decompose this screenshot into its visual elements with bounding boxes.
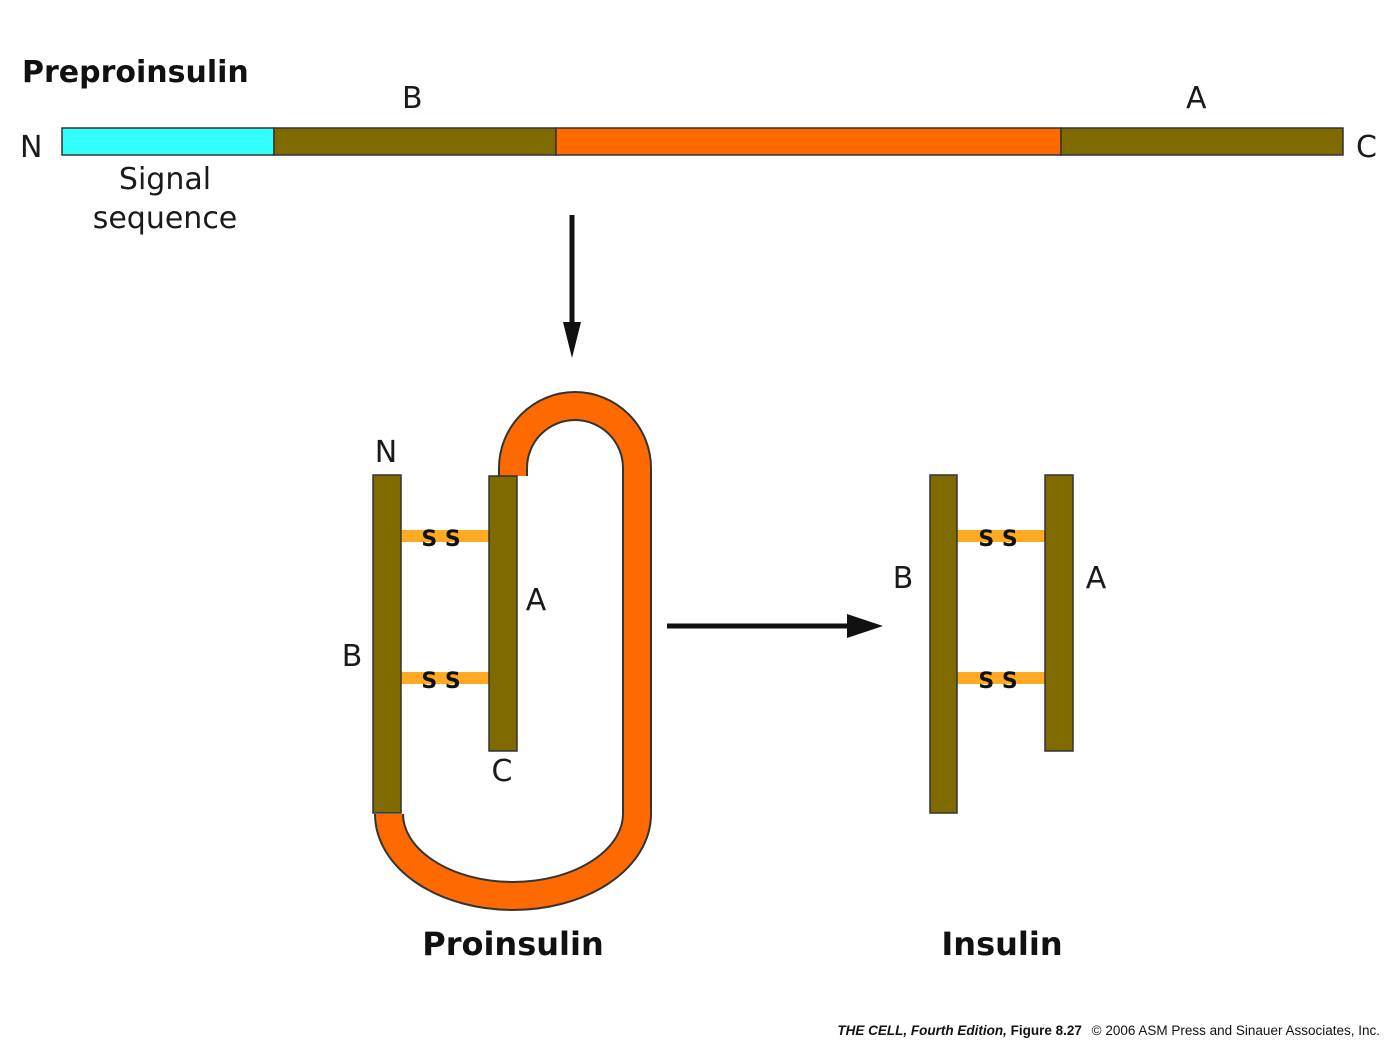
preproinsulin-title: Preproinsulin bbox=[22, 55, 249, 90]
insulin-b-chain bbox=[929, 474, 958, 814]
insulin-disulfide-label-upper: S S bbox=[978, 527, 1017, 552]
preproinsulin-chain bbox=[61, 127, 1344, 156]
insulin-a-label: A bbox=[1086, 561, 1107, 596]
signal-sequence-label-line1: Signal bbox=[119, 162, 211, 197]
c-peptide-loop bbox=[376, 393, 650, 909]
preproinsulin-b-label: B bbox=[402, 81, 423, 116]
caption-book: THE CELL, Fourth Edition, bbox=[837, 1023, 1006, 1038]
proinsulin-b-chain bbox=[372, 474, 402, 814]
disulfide-bond-upper bbox=[401, 530, 489, 542]
c-peptide-segment bbox=[555, 127, 1062, 156]
proinsulin-c-label: C bbox=[492, 754, 513, 789]
b-chain-segment bbox=[273, 127, 557, 156]
insulin-b-label: B bbox=[893, 561, 914, 596]
preproinsulin-c-label: C bbox=[1356, 130, 1377, 165]
preproinsulin-a-label: A bbox=[1186, 81, 1207, 116]
caption-copyright: © 2006 ASM Press and Sinauer Associates,… bbox=[1092, 1023, 1380, 1038]
proinsulin-n-label: N bbox=[375, 435, 397, 470]
insulin-structure bbox=[929, 474, 1074, 814]
caption-figure: Figure 8.27 bbox=[1011, 1023, 1082, 1038]
figure-caption: THE CELL, Fourth Edition, Figure 8.27 © … bbox=[837, 1023, 1380, 1038]
proinsulin-a-label: A bbox=[526, 583, 547, 618]
insulin-title: Insulin bbox=[941, 925, 1062, 963]
down-arrow-head bbox=[563, 322, 581, 358]
proinsulin-disulfide-label-upper: S S bbox=[421, 527, 460, 552]
insulin-disulfide-bond-lower bbox=[957, 672, 1045, 684]
signal-sequence-label-line2: sequence bbox=[93, 201, 238, 236]
proinsulin-a-chain bbox=[488, 475, 518, 752]
disulfide-bond-lower bbox=[401, 672, 489, 684]
insulin-disulfide-bond-upper bbox=[957, 530, 1045, 542]
preproinsulin-n-label: N bbox=[20, 130, 42, 165]
insulin-a-chain bbox=[1044, 474, 1074, 752]
proinsulin-title: Proinsulin bbox=[422, 925, 604, 963]
proinsulin-structure bbox=[372, 391, 652, 911]
signal-sequence-segment bbox=[61, 127, 275, 156]
proinsulin-b-label: B bbox=[342, 639, 363, 674]
a-chain-segment bbox=[1060, 127, 1344, 156]
proinsulin-disulfide-label-lower: S S bbox=[421, 669, 460, 694]
insulin-disulfide-label-lower: S S bbox=[978, 669, 1017, 694]
right-arrow-head bbox=[847, 614, 883, 638]
